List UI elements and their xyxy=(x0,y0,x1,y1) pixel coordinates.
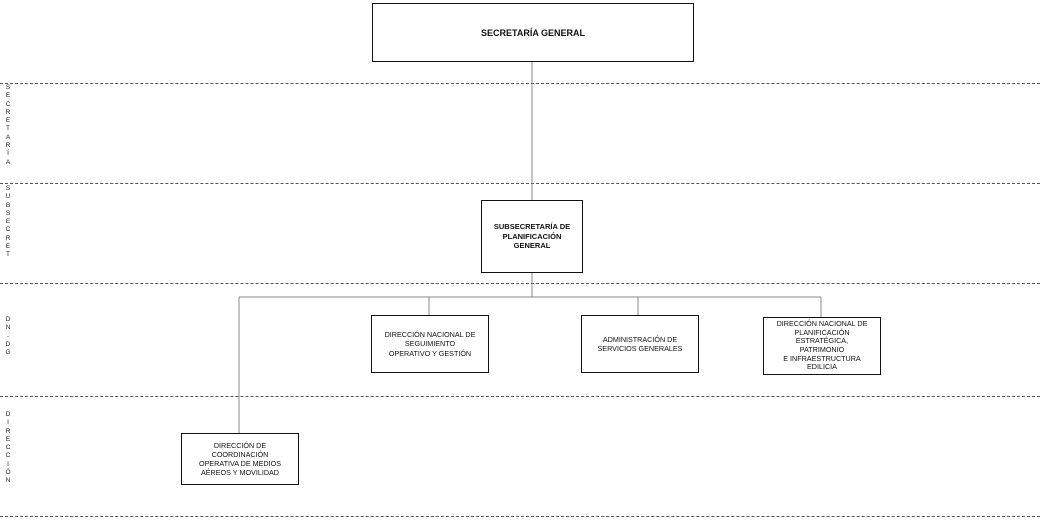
band-divider-3 xyxy=(0,283,1040,284)
box-secretaria-general[interactable]: SECRETARÍA GENERAL xyxy=(372,3,694,62)
band-label-secretaria: S E C R E T A R Í A xyxy=(5,84,11,166)
band-divider-4 xyxy=(0,396,1040,397)
box-direccion-coordinacion-operativa[interactable]: DIRECCIÓN DE COORDINACIÓN OPERATIVA DE M… xyxy=(181,433,299,485)
band-label-dn-dg: D N - D G xyxy=(5,316,11,357)
box-dn-seguimiento-operativo[interactable]: DIRECCIÓN NACIONAL DE SEGUIMIENTO OPERAT… xyxy=(371,315,489,373)
band-label-direccion: D I R E C C I Ó N xyxy=(5,411,11,485)
band-divider-2 xyxy=(0,183,1040,184)
box-dn-planificacion-label: DIRECCIÓN NACIONAL DE PLANIFICACIÓN ESTR… xyxy=(776,318,868,372)
band-label-subsecretaria: S U B S E C R E T xyxy=(5,185,11,259)
band-divider-5 xyxy=(0,516,1040,517)
box-administracion-servicios[interactable]: ADMINISTRACIÓN DE SERVICIOS GENERALES xyxy=(581,315,699,373)
box-administracion-label: ADMINISTRACIÓN DE SERVICIOS GENERALES xyxy=(597,334,683,353)
box-direccion-coordinacion-label: DIRECCIÓN DE COORDINACIÓN OPERATIVA DE M… xyxy=(198,440,281,478)
box-dn-seguimiento-label: DIRECCIÓN NACIONAL DE SEGUIMIENTO OPERAT… xyxy=(384,330,476,358)
box-subsecretaria-planificacion[interactable]: SUBSECRETARÍA DE PLANIFICACIÓN GENERAL xyxy=(481,200,583,273)
band-divider-1 xyxy=(0,83,1040,84)
box-secretaria-general-label: SECRETARÍA GENERAL xyxy=(480,27,585,38)
box-subsecretaria-label: SUBSECRETARÍA DE PLANIFICACIÓN GENERAL xyxy=(493,222,571,251)
box-dn-planificacion-estrategica[interactable]: DIRECCIÓN NACIONAL DE PLANIFICACIÓN ESTR… xyxy=(763,317,881,375)
